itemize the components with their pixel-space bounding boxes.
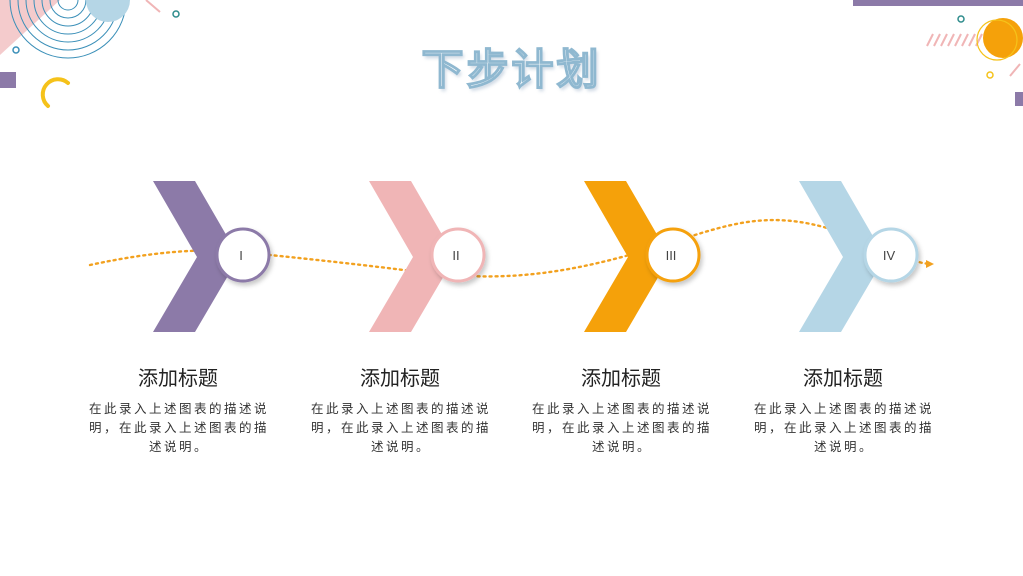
small-ring-shape: [957, 15, 965, 23]
blue-circle-shape: [86, 0, 130, 22]
step-1-numeral: I: [239, 248, 243, 263]
step-1-title: 添加标题: [138, 366, 218, 390]
corner-triangle-shape: [0, 0, 60, 55]
line-shape: [1009, 63, 1021, 77]
yellow-arc-shape: [40, 77, 70, 108]
step-2: II: [369, 181, 486, 332]
path-arrowhead-icon: [926, 260, 934, 268]
purple-bar-shape: [853, 0, 1023, 6]
step-3-circle: [645, 227, 701, 283]
yellow-ring-shape: [976, 19, 1018, 61]
hatch-lines-shape: [926, 33, 983, 47]
concentric-rings-shape: [9, 0, 127, 59]
small-ring-shape: [986, 71, 994, 79]
step-4-description: 在此录入上述图表的描述说明，在此录入上述图表的描述说明。: [754, 401, 935, 454]
line-shape: [145, 0, 161, 13]
step-3: III: [584, 181, 701, 332]
small-ring-shape: [172, 10, 180, 18]
step-3-title: 添加标题: [581, 366, 661, 390]
page-title: 下步计划: [421, 44, 602, 95]
step-2-description: 在此录入上述图表的描述说明，在此录入上述图表的描述说明。: [311, 401, 492, 454]
step-1-description: 在此录入上述图表的描述说明，在此录入上述图表的描述说明。: [89, 401, 270, 454]
step-3-numeral: III: [666, 248, 677, 263]
step-3-description: 在此录入上述图表的描述说明，在此录入上述图表的描述说明。: [532, 401, 713, 454]
step-4: IV: [799, 181, 919, 332]
step-2-numeral: II: [452, 248, 459, 263]
step-2-title: 添加标题: [360, 366, 440, 390]
step-1: I: [153, 181, 271, 332]
purple-square-shape: [1015, 92, 1023, 106]
step-2-circle: [430, 227, 486, 283]
step-4-title: 添加标题: [803, 366, 883, 390]
small-ring-shape: [12, 46, 20, 54]
step-4-circle: [863, 227, 919, 283]
purple-square-shape: [0, 72, 16, 88]
step-4-numeral: IV: [883, 248, 896, 263]
step-1-circle: [215, 227, 271, 283]
